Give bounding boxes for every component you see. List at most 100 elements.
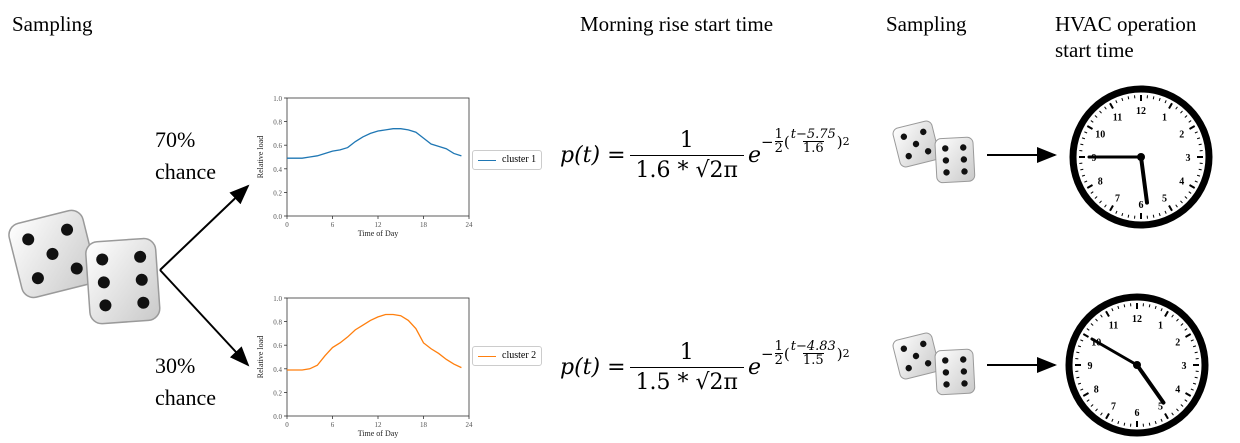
- clock-tick: [1080, 168, 1084, 171]
- clock-tick: [1171, 314, 1174, 318]
- header-morning-rise: Morning rise start time: [580, 12, 774, 36]
- clock-tick: [1100, 412, 1103, 416]
- clock-tick: [1080, 388, 1084, 391]
- clock-tick: [1086, 399, 1090, 402]
- clock-tick: [1158, 97, 1161, 102]
- legend-label-cluster2: cluster 2: [502, 350, 537, 361]
- legend-swatch-cluster1: [478, 159, 496, 161]
- clock-tick: [1180, 323, 1184, 326]
- series-line: [287, 313, 462, 371]
- clock-tick: [1094, 115, 1098, 118]
- clock-tick: [1111, 418, 1114, 422]
- clock-tick: [1121, 212, 1124, 217]
- clock-tick: [1090, 323, 1094, 326]
- clock-tick: [1198, 168, 1202, 171]
- clock-numeral: 9: [1088, 361, 1093, 372]
- clock-tick: [1081, 174, 1086, 177]
- y-tick-label: 0.8: [273, 319, 282, 327]
- branch-top-word: chance: [155, 159, 217, 184]
- y-tick-label: 1.0: [273, 295, 282, 303]
- clock-tick: [1104, 204, 1107, 208]
- clock-tick: [1084, 131, 1088, 134]
- formula1-exp-half: 1 2: [774, 127, 783, 155]
- clock-numeral: 6: [1135, 408, 1140, 419]
- analog-clock-bottom-icon: 121234567891011: [1065, 293, 1209, 437]
- clock-tick: [1194, 131, 1198, 134]
- formula2-exp-inner-num: t−4.83: [790, 339, 836, 354]
- clock-tick: [1100, 314, 1103, 318]
- clock-tick: [1196, 137, 1201, 140]
- clock-tick: [1190, 388, 1194, 391]
- y-tick-label: 0.0: [273, 213, 282, 221]
- clock-tick: [1127, 214, 1130, 218]
- formula-cluster2: p(t) = 1 1.5 * √2π e − 1 2 ( t−4.83 1.5 …: [560, 340, 850, 395]
- clock-tick: [1148, 304, 1151, 308]
- clock-tick: [1188, 120, 1192, 123]
- formula1-exp-half-num: 1: [774, 127, 783, 142]
- clock-tick: [1164, 210, 1167, 214]
- clock-tick: [1188, 125, 1196, 130]
- formula1-fraction: 1 1.6 * √2π: [629, 128, 744, 183]
- clock-tick: [1164, 412, 1169, 420]
- formula2-lhs: p(t) =: [560, 355, 626, 380]
- clock-tick: [1152, 214, 1155, 218]
- clock-tick: [1109, 204, 1114, 212]
- clock-hour-hand: [1135, 363, 1166, 405]
- x-tick-label: 24: [466, 221, 474, 229]
- clock-tick: [1176, 408, 1179, 412]
- formula2-exp-inner: t−4.83 1.5: [791, 340, 836, 367]
- x-axis-label: Time of Day: [358, 229, 399, 238]
- y-tick-label: 0.0: [273, 413, 282, 421]
- dice-pair-small-top-icon: [892, 120, 976, 184]
- clock-tick: [1127, 96, 1130, 100]
- clock-numeral: 11: [1113, 112, 1122, 123]
- clock-tick: [1194, 376, 1198, 379]
- formula1-exp-inner-den: 1.6: [802, 141, 824, 156]
- x-tick-label: 0: [285, 421, 289, 429]
- x-tick-label: 0: [285, 221, 289, 229]
- clock-numeral: 8: [1094, 385, 1099, 396]
- clock-tick: [1158, 212, 1161, 217]
- formula1-exp-inner-num: t−5.75: [790, 127, 836, 142]
- formula1-exp-inner: t−5.75 1.6: [791, 128, 836, 155]
- clock-tick: [1123, 422, 1126, 426]
- x-tick-label: 18: [420, 221, 428, 229]
- formula1-exp-minus: −: [761, 132, 774, 151]
- clock-numeral: 4: [1175, 385, 1180, 396]
- formula2-exp-half: 1 2: [774, 340, 783, 367]
- y-tick-label: 0.4: [273, 166, 282, 174]
- x-axis-label: Time of Day: [358, 429, 399, 438]
- clock-numeral: 5: [1158, 402, 1163, 413]
- formula1-denominator: 1.6 * √2π: [629, 155, 744, 183]
- legend-cluster1: cluster 1: [472, 150, 543, 170]
- dice-pair-small-bottom-icon: [892, 332, 976, 396]
- formula1-lhs: p(t) =: [560, 143, 626, 168]
- clock-tick: [1121, 97, 1124, 102]
- clock-tick: [1084, 180, 1088, 183]
- clock-tick: [1192, 345, 1197, 348]
- header-sampling-left: Sampling: [12, 12, 93, 36]
- clock-tick: [1184, 392, 1192, 397]
- clock-numeral: 1: [1162, 112, 1167, 123]
- dice-pair-large-icon: [8, 209, 161, 325]
- clock-tick: [1171, 412, 1174, 416]
- clock-tick: [1117, 305, 1120, 310]
- branch-top-label: 70% chance: [155, 124, 216, 188]
- clock-tick: [1086, 328, 1090, 331]
- clock-numeral: 6: [1139, 200, 1144, 211]
- clock-numeral: 1: [1158, 320, 1163, 331]
- y-axis-label: Relative load: [256, 136, 265, 178]
- formula2-base: e: [747, 355, 762, 380]
- clock-tick: [1094, 196, 1098, 199]
- formula2-exp-inner-den: 1.5: [802, 353, 824, 368]
- clock-tick: [1184, 399, 1188, 402]
- clock-numeral: 7: [1115, 194, 1120, 205]
- legend-cluster2: cluster 2: [472, 346, 543, 366]
- legend-label-cluster1: cluster 1: [502, 154, 537, 165]
- x-tick-label: 6: [331, 421, 335, 429]
- clock-tick: [1086, 125, 1094, 130]
- clock-tick: [1090, 404, 1094, 407]
- clock-tick: [1188, 191, 1192, 194]
